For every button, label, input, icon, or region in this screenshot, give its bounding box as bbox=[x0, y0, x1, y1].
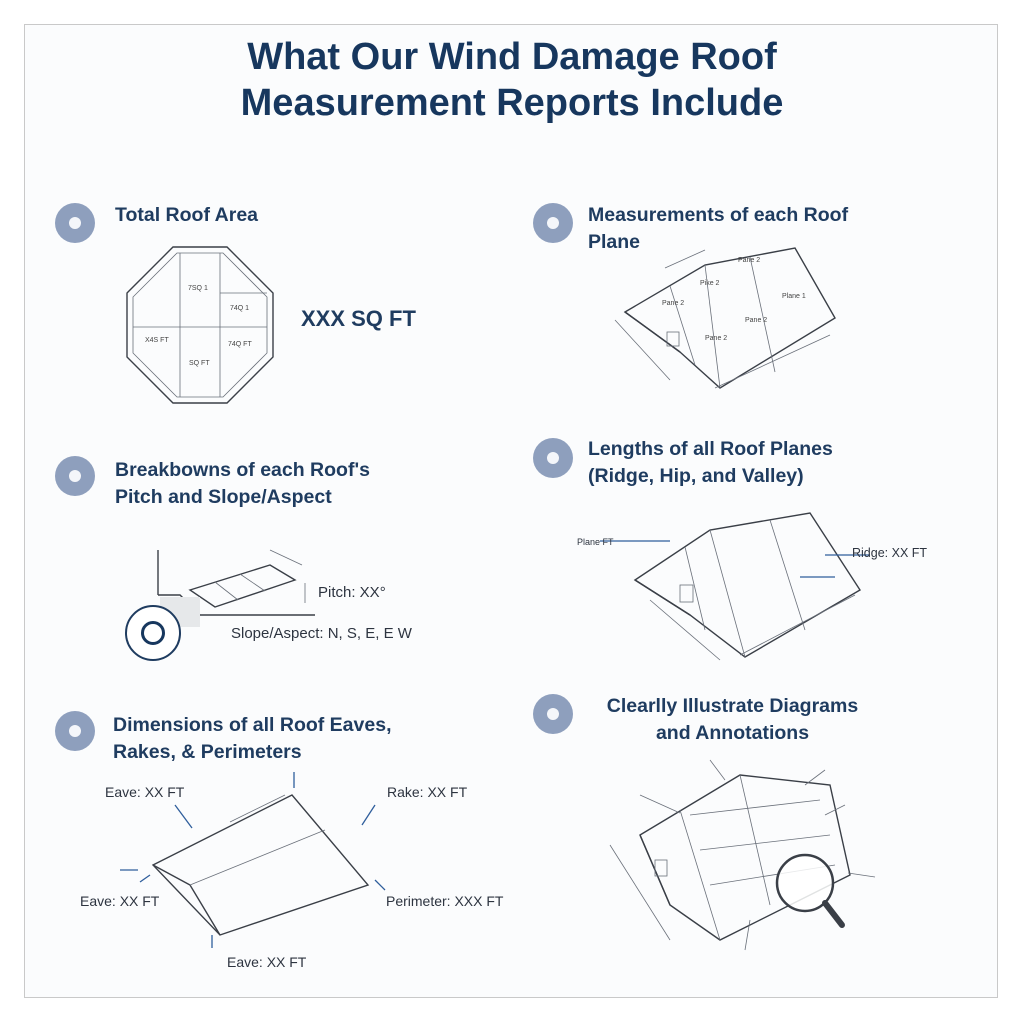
planes-heading-line-2: Plane bbox=[588, 231, 641, 253]
ridge-label: Ridge: XX FT bbox=[852, 546, 928, 560]
plane-label-4: Plane 1 bbox=[782, 293, 806, 300]
roof-planes-diagram: Pane 2 Pike 2 Pane 2 Plane 1 Pane 2 Pane… bbox=[614, 247, 836, 389]
bullet-icon bbox=[55, 203, 95, 243]
annotated-roof-diagram bbox=[609, 759, 876, 951]
lengths-heading: Lengths of all Roof Planes (Ridge, Hip, … bbox=[588, 436, 833, 490]
pitch-heading-line-1: Breakbowns of each Roof's bbox=[115, 459, 370, 481]
pitch-heading: Breakbowns of each Roof's Pitch and Slop… bbox=[115, 457, 370, 511]
eaves-heading-line-2: Rakes, & Perimeters bbox=[113, 741, 302, 763]
total-area-heading: Total Roof Area bbox=[115, 204, 259, 226]
eaves-diagram bbox=[120, 772, 386, 948]
rake-label: Rake: XX FT bbox=[387, 784, 468, 800]
slope-aspect-label: Slope/Aspect: N, S, E, E W bbox=[231, 625, 412, 642]
plane-label-5: Pane 2 bbox=[745, 317, 767, 324]
title-line-2: Measurement Reports Include bbox=[240, 82, 784, 124]
title-line-1: What Our Wind Damage Roof bbox=[247, 36, 777, 78]
area-cell-1: 7SQ 1 bbox=[188, 285, 208, 292]
plane-label-1: Pane 2 bbox=[738, 257, 760, 264]
eaves-heading-line-1: Dimensions of all Roof Eaves, bbox=[113, 714, 392, 736]
area-cell-5: SQ FT bbox=[189, 360, 210, 367]
compass-icon bbox=[141, 621, 165, 645]
total-area-value: XXX SQ FT bbox=[301, 306, 416, 331]
bullet-icon bbox=[533, 203, 573, 243]
plane-label-6: Pane 2 bbox=[705, 335, 727, 342]
lengths-heading-line-2: (Ridge, Hip, and Valley) bbox=[588, 465, 804, 487]
plane-label-2: Pike 2 bbox=[700, 280, 720, 287]
pitch-heading-line-2: Pitch and Slope/Aspect bbox=[115, 486, 332, 508]
bullet-icon bbox=[55, 711, 95, 751]
eaves-heading: Dimensions of all Roof Eaves, Rakes, & P… bbox=[113, 712, 391, 766]
pitch-diagram bbox=[125, 549, 315, 661]
diagrams-heading-line-1: Clearlly Illustrate Diagrams bbox=[606, 695, 859, 717]
area-cell-3: X4S FT bbox=[145, 337, 169, 344]
planes-heading-line-1: Measurements of each Roof bbox=[588, 204, 849, 226]
bullet-icon bbox=[533, 438, 573, 478]
plane-label-3: Pane 2 bbox=[662, 300, 684, 307]
infographic-frame bbox=[24, 24, 998, 998]
area-cell-2: 74Q 1 bbox=[230, 305, 249, 312]
eave-left-label: Eave: XX FT bbox=[80, 893, 160, 909]
pitch-label: Pitch: XX° bbox=[318, 584, 386, 601]
eave-bottom-label: Eave: XX FT bbox=[227, 954, 307, 970]
area-cell-4: 74Q FT bbox=[228, 341, 252, 348]
diagrams-heading: Clearlly Illustrate Diagrams and Annotat… bbox=[580, 693, 885, 747]
page-title: What Our Wind Damage Roof Measurement Re… bbox=[0, 34, 1024, 126]
roof-lengths-diagram bbox=[600, 512, 870, 661]
diagrams-heading-line-2: and Annotations bbox=[655, 722, 810, 744]
lengths-heading-line-1: Lengths of all Roof Planes bbox=[588, 438, 833, 460]
octagon-roof-diagram: 7SQ 1 74Q 1 X4S FT 74Q FT SQ FT bbox=[126, 246, 274, 404]
bullet-icon bbox=[55, 456, 95, 496]
eave-top-label: Eave: XX FT bbox=[105, 784, 185, 800]
perimeter-label: Perimeter: XXX FT bbox=[386, 893, 504, 909]
planes-heading: Measurements of each Roof Plane bbox=[588, 202, 848, 256]
plane-length-label: Plane FT bbox=[577, 537, 614, 547]
bullet-icon bbox=[533, 694, 573, 734]
